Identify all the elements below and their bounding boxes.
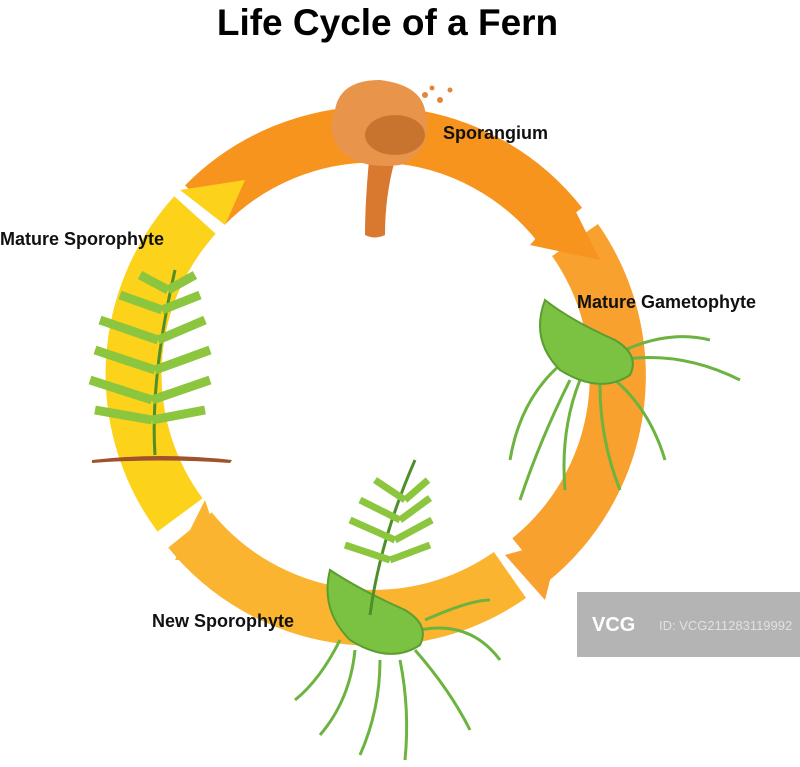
label-mature-sporophyte: Mature Sporophyte — [0, 229, 165, 249]
ring-segment-right — [512, 223, 646, 582]
arrowhead-icon — [175, 500, 225, 560]
arrowheads — [175, 180, 600, 600]
new-sporophyte-illustration — [294, 459, 502, 761]
label-mature-gametophyte: Mature Gametophyte — [577, 292, 757, 312]
watermark-id: ID: VCG211283119992 — [659, 618, 793, 633]
label-sporangium: Sporangium — [443, 123, 549, 143]
mature-sporophyte-illustration — [88, 269, 232, 463]
arrowhead-icon — [530, 200, 600, 260]
watermark: VCG ID: VCG211283119992 — [577, 592, 800, 657]
arrowhead-icon — [505, 540, 560, 600]
sporangium-illustration — [331, 80, 453, 238]
mature-gametophyte-illustration — [508, 298, 741, 501]
label-new-sporophyte: New Sporophyte — [152, 611, 295, 631]
arrowhead-icon — [180, 180, 245, 225]
watermark-logo: VCG — [592, 614, 636, 636]
diagram-title: Life Cycle of a Fern — [216, 2, 559, 43]
